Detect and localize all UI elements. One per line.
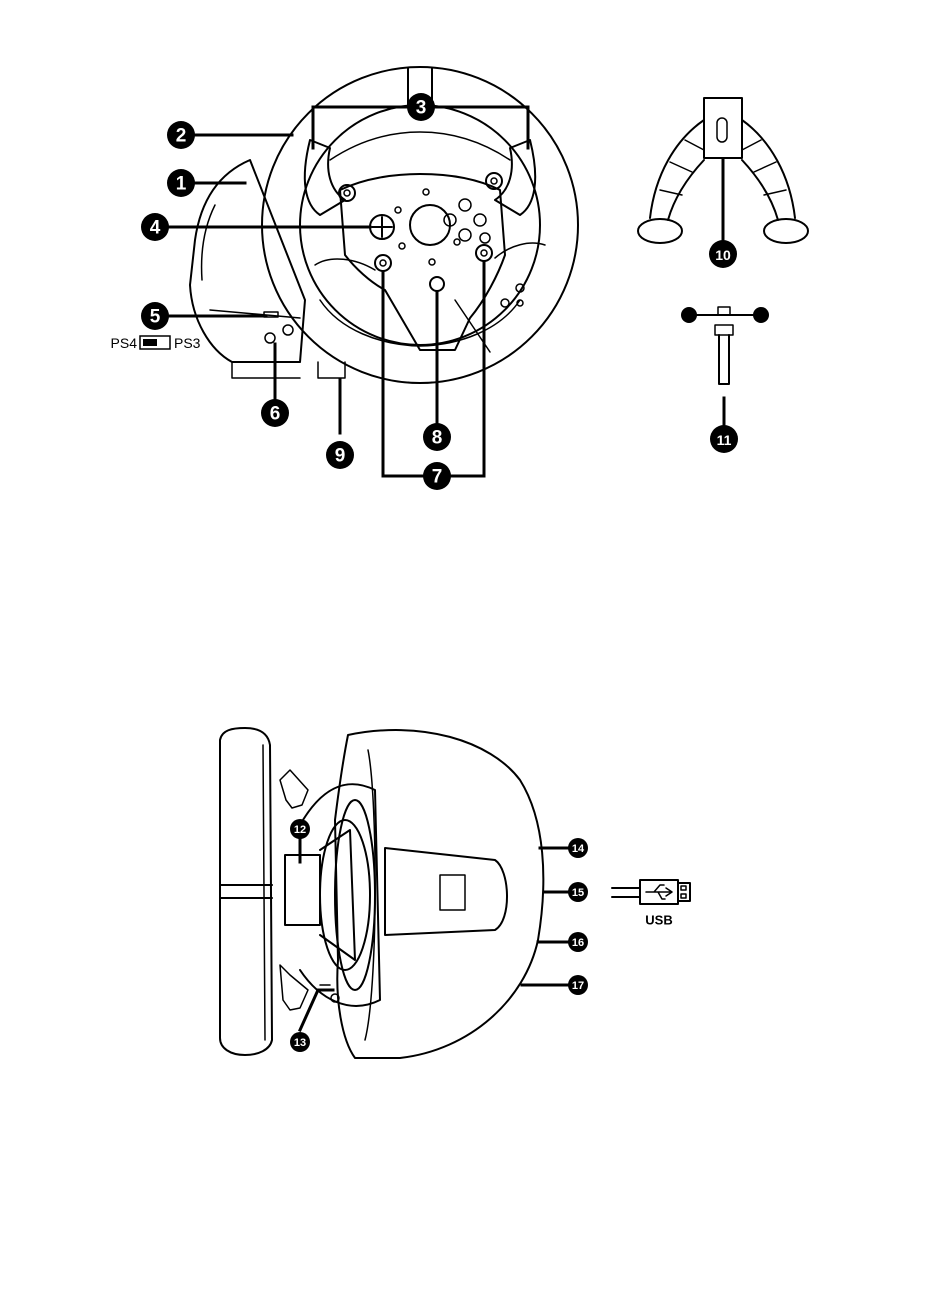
callout-13: 13 (290, 1032, 310, 1052)
svg-text:6: 6 (270, 404, 281, 425)
wheel-side-view (220, 728, 543, 1058)
side-leader-lines (300, 840, 568, 1030)
callout-5: 5 (141, 302, 169, 330)
svg-text:4: 4 (150, 218, 161, 239)
callout-6: 6 (261, 399, 289, 427)
callout-1: 1 (167, 169, 195, 197)
svg-text:8: 8 (432, 428, 443, 449)
svg-text:9: 9 (335, 446, 346, 467)
callout-8: 8 (423, 423, 451, 451)
svg-text:3: 3 (416, 98, 427, 119)
svg-text:12: 12 (294, 824, 306, 836)
svg-text:10: 10 (715, 247, 731, 263)
usb-label: USB (645, 913, 672, 928)
switch-label-ps4: PS4 (111, 335, 138, 351)
svg-text:15: 15 (572, 887, 584, 899)
callout-3: 3 (407, 93, 435, 121)
svg-text:2: 2 (176, 126, 187, 147)
callout-14: 14 (568, 838, 588, 858)
usb-icon (612, 880, 690, 904)
callout-16: 16 (568, 932, 588, 952)
callout-15: 15 (568, 882, 588, 902)
callout-12: 12 (290, 819, 310, 839)
clamp-screw (681, 307, 769, 384)
svg-text:7: 7 (432, 467, 443, 488)
front-leader-lines (170, 107, 528, 476)
svg-text:1: 1 (176, 174, 187, 195)
svg-text:17: 17 (572, 980, 584, 992)
callout-4: 4 (141, 213, 169, 241)
callout-11: 11 (710, 425, 738, 453)
switch-label-ps3: PS3 (174, 335, 201, 351)
callout-10: 10 (709, 240, 737, 268)
svg-text:16: 16 (572, 937, 584, 949)
svg-text:13: 13 (294, 1037, 306, 1049)
callout-7: 7 (423, 462, 451, 490)
svg-text:14: 14 (572, 843, 585, 855)
callout-9: 9 (326, 441, 354, 469)
svg-text:11: 11 (717, 432, 732, 448)
svg-text:5: 5 (150, 307, 161, 328)
mode-switch-icon (140, 336, 170, 349)
callout-2: 2 (167, 121, 195, 149)
callout-17: 17 (568, 975, 588, 995)
